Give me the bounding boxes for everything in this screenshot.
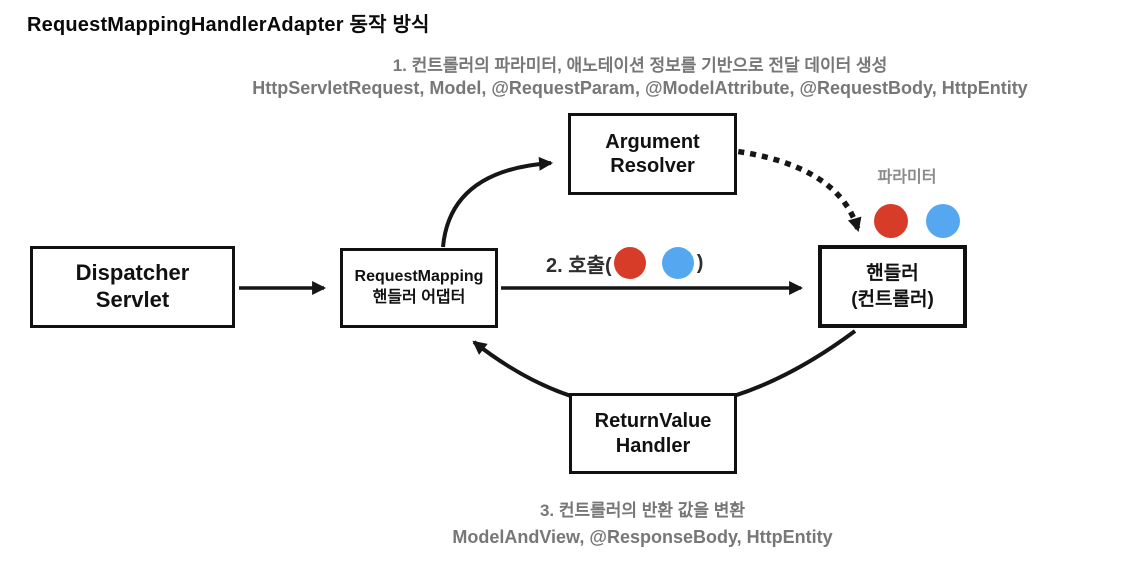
arrow-argument-resolver-to-handler-dashed (737, 148, 862, 234)
node-handler-controller: 핸들러 (컨트롤러) (818, 245, 967, 328)
step3-caption: 3. 컨트롤러의 반환 값을 변환 (539, 501, 746, 520)
step1-caption: 1. 컨트롤러의 파라미터, 애노테이션 정보를 기반으로 전달 데이터 생성 (392, 56, 888, 75)
step3-detail-caption: ModelAndView, @ResponseBody, HttpEntity (452, 527, 833, 547)
node-return-value-handler: ReturnValue Handler (569, 393, 737, 474)
call-blue-dot-icon (661, 247, 694, 279)
node-dispatcher-servlet-line2: Servlet (95, 287, 170, 312)
node-return-value-handler-line2: Handler (615, 434, 691, 457)
node-request-mapping-adapter-line2: 핸들러 어댑터 (372, 289, 466, 306)
step2-call-prefix: 2. 호출( (546, 254, 612, 277)
call-red-dot-icon (613, 247, 646, 279)
node-request-mapping-adapter-line1: RequestMapping (354, 268, 484, 286)
node-argument-resolver-line1: Argument (605, 130, 700, 153)
step2-call-caption: 2. 호출( ) (546, 247, 703, 279)
page-title: RequestMappingHandlerAdapter 동작 방식 (27, 14, 430, 36)
node-argument-resolver-line2: Resolver (610, 155, 695, 177)
step1-detail-caption: HttpServletRequest, Model, @RequestParam… (252, 78, 1028, 98)
node-handler-controller-line1: 핸들러 (866, 262, 919, 284)
node-argument-resolver: Argument Resolver (568, 113, 737, 195)
parameter-label: 파라미터 (877, 169, 937, 186)
parameter-red-dot-icon (874, 204, 908, 238)
node-dispatcher-servlet-line1: Dispatcher (75, 260, 190, 286)
parameter-blue-dot-icon (926, 204, 960, 238)
arrow-adapter-to-argument-resolver (441, 156, 554, 248)
node-dispatcher-servlet: Dispatcher Servlet (30, 246, 235, 328)
node-request-mapping-adapter: RequestMapping 핸들러 어댑터 (340, 248, 498, 328)
step2-call-suffix: ) (696, 251, 704, 274)
node-handler-controller-line2: (컨트롤러) (851, 288, 934, 310)
node-return-value-handler-line1: ReturnValue (594, 410, 712, 433)
